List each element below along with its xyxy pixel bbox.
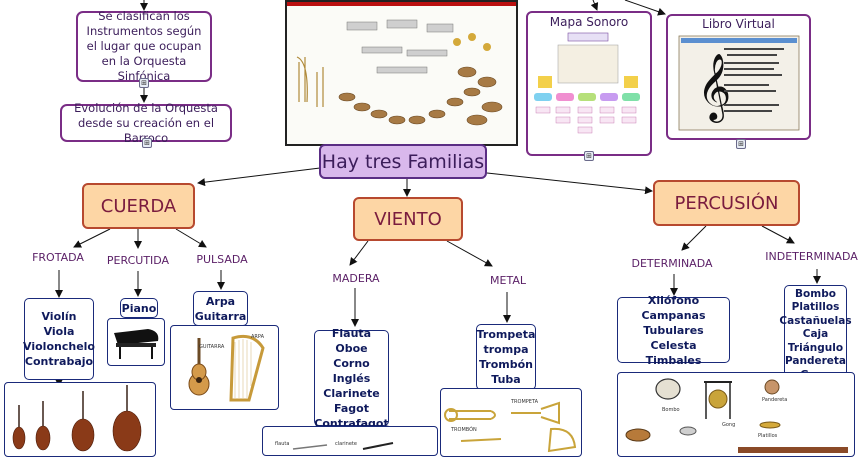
madera-image: flauta clarinete <box>262 426 438 456</box>
list-item: Guitarra <box>194 309 247 323</box>
list-item: Pandereta <box>784 355 847 368</box>
link-icon[interactable]: ⊞ <box>736 139 746 149</box>
list-item: Trombón <box>478 358 533 371</box>
img-label-trompeta: TROMPETA <box>511 399 539 405</box>
indeterminada-list: Bombo Platillos Castañuelas Caja Triángu… <box>779 285 852 385</box>
central-title-box: Hay tres Familias <box>319 144 487 179</box>
orchestra-image-topbar <box>287 2 516 6</box>
libro-virtual-thumbnail[interactable]: 𝄞 <box>669 34 809 134</box>
label-frotada: FROTADA <box>22 251 94 264</box>
family-percusion: PERCUSIÓN <box>653 180 800 226</box>
orchestra-image <box>285 0 518 146</box>
clasificacion-text: Se clasifican los Instrumentos según el … <box>86 9 202 83</box>
brass-icons <box>444 401 577 453</box>
family-cuerda: CUERDA <box>82 183 195 229</box>
list-item: Viola <box>43 325 75 338</box>
evolucion-text: Evolución de la Orquesta desde su creaci… <box>74 100 218 145</box>
mapa-sonoro-thumbnail[interactable] <box>528 31 650 149</box>
family-cuerda-label: CUERDA <box>100 195 177 217</box>
img-label-gong: Gong <box>722 422 736 428</box>
evolucion-box: Evolución de la Orquesta desde su creaci… <box>60 101 232 145</box>
list-item: Caja <box>802 328 829 341</box>
list-item: Xilófono <box>647 293 700 307</box>
mapa-sonoro-title: Mapa Sonoro <box>549 15 629 29</box>
label-determinada: DETERMINADA <box>622 257 722 270</box>
list-item: Oboe <box>335 341 368 355</box>
libro-virtual-box: Libro Virtual 𝄞 <box>666 14 811 140</box>
list-item: Tuba <box>491 373 521 386</box>
piano-image <box>107 318 165 366</box>
piano-icon <box>114 329 159 359</box>
list-item: Clarinete <box>323 386 380 400</box>
woodwind-icons <box>292 442 394 450</box>
family-viento-label: VIENTO <box>374 208 442 230</box>
metal-image: TROMPETA TROMBÓN <box>440 388 582 457</box>
img-label-pandereta: Pandereta <box>762 397 788 403</box>
label-indeterminada: INDETERMINADA <box>760 250 863 263</box>
list-item: Trompeta <box>476 328 536 341</box>
frotada-list: Violín Viola Violonchelo Contrabajo <box>23 298 95 380</box>
mapa-sonoro-box: Mapa Sonoro <box>526 11 652 156</box>
percussion-icons <box>625 378 848 453</box>
list-item: Corno Inglés <box>332 356 371 385</box>
link-icon[interactable]: ⊞ <box>139 78 149 88</box>
list-item: Campanas Tubulares <box>641 308 706 337</box>
img-label-arpa: ARPA <box>251 334 265 340</box>
img-label-guitarra: GUITARRA <box>199 344 225 350</box>
list-item: Triángulo <box>787 341 844 354</box>
img-label-bombo: Bombo <box>662 407 680 413</box>
family-percusion-label: PERCUSIÓN <box>674 192 779 214</box>
link-icon[interactable]: ⊞ <box>142 138 152 148</box>
clasificacion-box: Se clasifican los Instrumentos según el … <box>76 9 212 83</box>
list-item: Fagot <box>334 401 369 415</box>
list-item: Platillos <box>791 301 840 314</box>
pulsada-list: Arpa Guitarra <box>193 291 248 326</box>
determinada-list: Xilófono Campanas Tubulares Celesta Timb… <box>617 294 730 367</box>
metal-list: Trompeta trompa Trombón Tuba <box>476 324 536 390</box>
list-item: Arpa <box>205 294 236 308</box>
list-item: Piano <box>121 301 157 315</box>
img-label-clarinete: clarinete <box>335 441 357 447</box>
img-label-trombon: TROMBÓN <box>451 427 477 433</box>
img-label-flauta: flauta <box>275 441 290 447</box>
orchestra-illustration <box>296 19 503 126</box>
list-item: Violonchelo <box>23 340 95 353</box>
label-percutida: PERCUTIDA <box>102 254 174 267</box>
percusion-image: Bombo Gong Pandereta Platillos <box>617 372 855 457</box>
list-item: Castañuelas <box>779 314 852 327</box>
guitarra-arpa-image: GUITARRA ARPA <box>170 325 279 410</box>
list-item: Violín <box>41 310 77 323</box>
cuerda-frotada-image <box>4 382 156 457</box>
madera-list: Flauta Oboe Corno Inglés Clarinete Fagot… <box>314 327 389 430</box>
list-item: Contrabajo <box>24 355 94 368</box>
violin-family-icons <box>12 385 142 452</box>
guitar-harp-icons <box>188 334 265 402</box>
list-item: Flauta <box>331 326 372 340</box>
label-metal: METAL <box>472 274 544 287</box>
percutida-list: Piano <box>120 298 158 318</box>
central-title: Hay tres Familias <box>321 150 485 173</box>
img-label-platillos: Platillos <box>758 433 778 439</box>
list-item: Bombo <box>795 287 836 300</box>
label-pulsada: PULSADA <box>186 253 258 266</box>
link-icon[interactable]: ⊞ <box>584 151 594 161</box>
list-item: Celesta <box>650 338 697 352</box>
list-item: trompa <box>483 343 529 356</box>
libro-virtual-title: Libro Virtual <box>702 17 775 31</box>
label-madera: MADERA <box>320 272 392 285</box>
list-item: Timbales <box>645 353 702 367</box>
family-viento: VIENTO <box>353 197 463 241</box>
